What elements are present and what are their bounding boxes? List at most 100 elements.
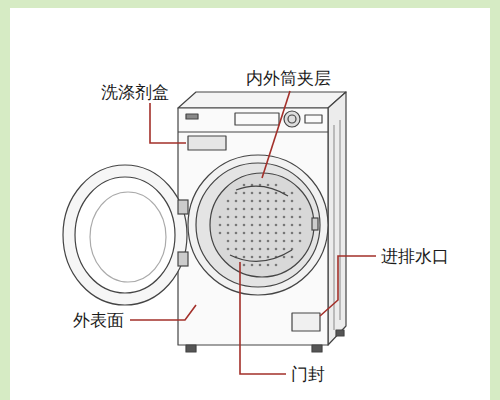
drum-hole xyxy=(291,240,294,243)
inlet-outlet-cover xyxy=(292,313,320,331)
drum-hole xyxy=(235,192,238,195)
leader-line xyxy=(240,262,286,374)
leader-line xyxy=(320,256,376,316)
drum-hole xyxy=(251,232,254,235)
drum-hole xyxy=(283,232,286,235)
drum-hole xyxy=(243,208,246,211)
drum-hole xyxy=(283,256,286,259)
drum-hole xyxy=(227,240,230,243)
drum-hole xyxy=(259,248,262,251)
machine-body xyxy=(178,92,346,352)
drum-hole xyxy=(259,232,262,235)
drum-hole xyxy=(267,256,270,259)
drum-hole xyxy=(251,256,254,259)
button-panel xyxy=(305,115,322,123)
drum-hole xyxy=(251,240,254,243)
drum-hole xyxy=(243,240,246,243)
drum-hole xyxy=(243,184,246,187)
door-glass-bowl xyxy=(90,192,166,282)
drum-hole xyxy=(251,224,254,227)
drum-hole xyxy=(259,240,262,243)
drum-hole xyxy=(235,248,238,251)
drum-hole xyxy=(291,200,294,203)
drum-hole xyxy=(227,232,230,235)
drum-hole xyxy=(291,256,294,259)
side-rib xyxy=(339,120,340,320)
door-hinge xyxy=(178,200,188,214)
drum-hole xyxy=(291,208,294,211)
machine-foot xyxy=(312,345,322,352)
machine-front xyxy=(178,108,328,345)
drum-hole xyxy=(275,184,278,187)
drum-hole xyxy=(283,240,286,243)
drum-hole xyxy=(259,192,262,195)
drum-hole xyxy=(299,240,302,243)
drum-hole xyxy=(259,264,262,267)
drum-hole xyxy=(267,208,270,211)
drum-hole xyxy=(299,224,302,227)
door-glass xyxy=(75,177,175,293)
drum-hole xyxy=(235,240,238,243)
drum-hole xyxy=(291,232,294,235)
drum-hole xyxy=(219,232,222,235)
drum-lifter xyxy=(230,250,292,261)
drum-hole xyxy=(275,232,278,235)
drum-hole xyxy=(227,248,230,251)
drum-hole xyxy=(275,216,278,219)
drum-hole xyxy=(283,208,286,211)
drum-hole xyxy=(291,224,294,227)
drum-lifter xyxy=(236,186,288,196)
door-seal xyxy=(196,163,320,287)
drum-hole xyxy=(243,232,246,235)
drum-hole xyxy=(275,192,278,195)
drum-hole xyxy=(235,216,238,219)
drum-hole xyxy=(275,264,278,267)
drum-hole xyxy=(299,232,302,235)
drum-hole xyxy=(267,248,270,251)
drum-hole xyxy=(243,216,246,219)
drum-hole xyxy=(267,264,270,267)
control-panel-edge xyxy=(178,131,328,132)
door-opening xyxy=(188,155,328,295)
drum-hole xyxy=(243,192,246,195)
drum-hole xyxy=(227,216,230,219)
door-ring xyxy=(63,165,187,305)
drum-hole xyxy=(235,232,238,235)
drum-hole xyxy=(251,248,254,251)
drum-hole xyxy=(275,208,278,211)
drum-hole xyxy=(275,248,278,251)
drum-hole xyxy=(243,224,246,227)
part-label: 外表面 xyxy=(72,310,125,330)
drum-hole xyxy=(283,216,286,219)
drum-hole xyxy=(299,216,302,219)
drum-hole xyxy=(259,200,262,203)
drum-hole xyxy=(243,248,246,251)
drum-hole xyxy=(235,224,238,227)
drum-hole xyxy=(267,200,270,203)
drum-hole xyxy=(275,240,278,243)
drum-hole xyxy=(219,224,222,227)
drum-hole xyxy=(235,208,238,211)
program-knob xyxy=(284,111,300,127)
drum-hole xyxy=(243,256,246,259)
machine-top xyxy=(178,92,346,108)
display-panel xyxy=(235,113,279,125)
paper-ground xyxy=(10,8,490,400)
drum-hole xyxy=(275,224,278,227)
detergent-drawer xyxy=(188,136,226,150)
drum-hole xyxy=(227,200,230,203)
drum-hole xyxy=(251,264,254,267)
leader-line xyxy=(150,103,186,143)
drum-holes xyxy=(219,184,302,267)
drum-hole xyxy=(243,200,246,203)
open-door xyxy=(63,165,318,305)
drum-hole xyxy=(243,264,246,267)
drum-hole xyxy=(283,200,286,203)
drum-hole xyxy=(267,224,270,227)
inner-drum xyxy=(210,173,314,277)
drum-hole xyxy=(283,248,286,251)
drum-hole xyxy=(275,200,278,203)
machine-foot xyxy=(186,345,196,352)
leader-line xyxy=(262,91,290,178)
